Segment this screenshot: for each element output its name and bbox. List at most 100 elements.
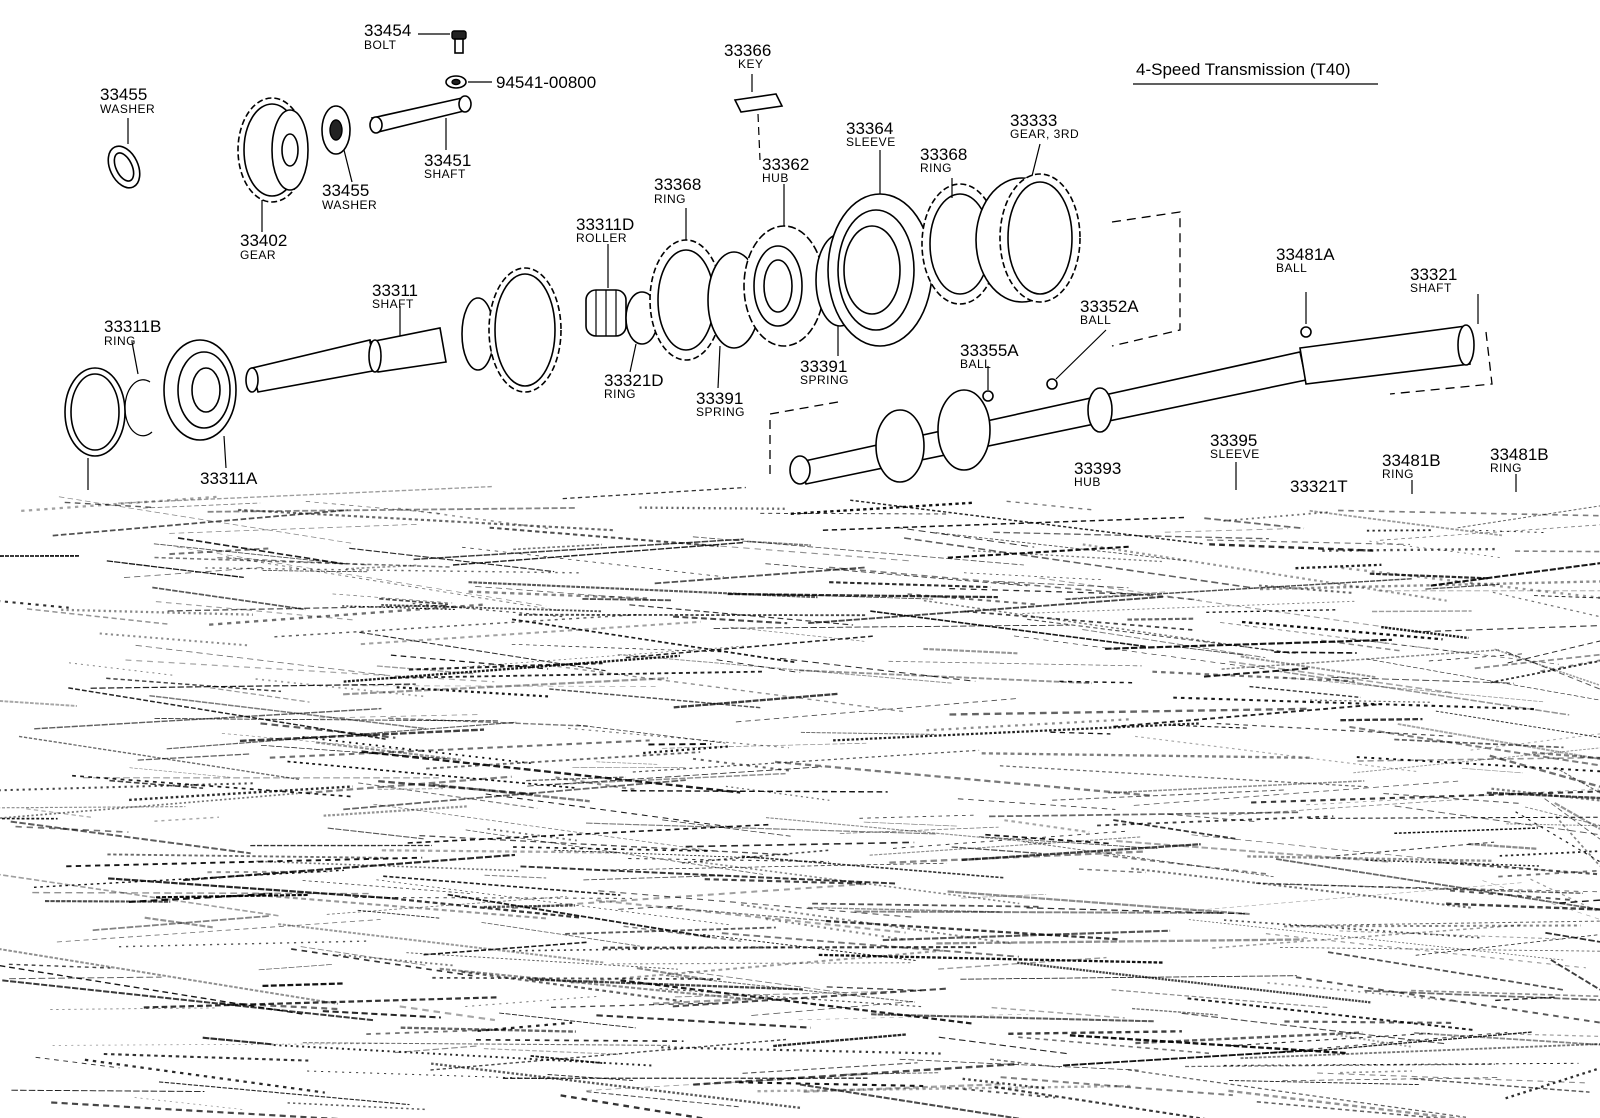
noise-streak [1340, 717, 1423, 722]
noise-streak [210, 687, 310, 703]
noise-streak [1274, 651, 1357, 654]
noise-streak [9, 976, 162, 980]
label-bearing-33311A: 33311A [200, 469, 258, 488]
noise-streak [1341, 566, 1600, 599]
svg-text:HUB: HUB [1074, 475, 1101, 489]
noise-streak [721, 932, 1020, 958]
noise-streak [990, 1058, 1061, 1069]
noise-streak [629, 604, 854, 626]
noise-streak [1223, 511, 1331, 522]
noise-streak [0, 948, 339, 1005]
label-ball-33352A: 33352A BALL [1080, 297, 1139, 327]
noise-streak [68, 687, 386, 740]
noise-streak [665, 975, 915, 1003]
gear-33402-drawing [237, 97, 309, 232]
noise-streak [274, 613, 638, 638]
noise-streak [673, 615, 788, 625]
noise-streak [475, 1038, 684, 1043]
noise-streak [1265, 933, 1586, 969]
noise-streak [962, 1077, 1045, 1090]
svg-text:RING: RING [920, 161, 952, 175]
noise-streak [426, 751, 701, 770]
noise-streak [52, 1043, 389, 1046]
svg-text:33364: 33364 [846, 119, 893, 138]
noise-streak [636, 967, 712, 982]
noise-streak [155, 601, 356, 621]
noise-streak [412, 603, 565, 618]
noise-streak [485, 793, 736, 829]
label-ring-33368-left: 33368 RING [654, 175, 701, 206]
label-ring-33311B: 33311B RING [104, 317, 161, 348]
noise-streak [1108, 780, 1365, 794]
label-sleeve-33364: 33364 SLEEVE [846, 119, 895, 149]
noise-streak [565, 926, 776, 935]
noise-streak [907, 593, 1039, 606]
svg-text:33321: 33321 [1410, 265, 1457, 284]
noise-streak [673, 692, 839, 709]
svg-text:4-Speed Transmission (T40): 4-Speed Transmission (T40) [1136, 60, 1350, 79]
noise-streak [1212, 924, 1524, 949]
svg-text:BALL: BALL [960, 357, 991, 371]
noise-streak [1289, 920, 1600, 927]
noise-streak [1171, 724, 1249, 729]
noise-streak [546, 772, 786, 786]
noise-streak [1004, 819, 1090, 834]
noise-streak [511, 618, 797, 664]
noise-streak [1308, 816, 1600, 819]
noise-streak [357, 909, 441, 919]
noise-streak [899, 1058, 1139, 1071]
noise-streak [1394, 738, 1564, 749]
noise-streak [850, 499, 1203, 545]
noise-streak [361, 750, 741, 794]
noise-streak [625, 635, 874, 659]
noise-streak [307, 1070, 572, 1081]
noise-streak [302, 736, 531, 765]
noise-streak [1223, 919, 1482, 939]
noise-streak [378, 780, 534, 796]
noise-streak [465, 829, 764, 875]
label-33321T-partial: 33321T [1290, 477, 1348, 496]
noise-streak [158, 1081, 410, 1106]
noise-streak [779, 657, 976, 682]
noise-streak [1435, 710, 1600, 738]
noise-streak [869, 836, 1142, 856]
noise-streak [32, 891, 369, 895]
noise-streak [1181, 1012, 1445, 1045]
noise-streak [530, 1055, 603, 1064]
noise-streak [1259, 580, 1600, 591]
noise-streak [1247, 1031, 1508, 1056]
noise-streak [892, 830, 1129, 849]
noise-streak [617, 653, 953, 684]
noise-streak [1349, 638, 1476, 655]
noise-streak [176, 546, 547, 607]
noise-streak [338, 953, 454, 967]
noise-streak [1276, 883, 1600, 893]
noise-streak [555, 776, 638, 791]
noise-streak [1515, 811, 1600, 863]
noise-streak [512, 946, 789, 952]
noise-streak [1482, 880, 1600, 920]
label-key-33366: 33366 KEY [724, 41, 771, 71]
noise-streak [903, 537, 1256, 589]
shaft-33451-drawing [369, 95, 472, 150]
noise-streak [1339, 930, 1567, 940]
noise-streak [765, 917, 906, 941]
noise-streak [1317, 1072, 1585, 1084]
noise-streak [562, 486, 746, 500]
noise-streak [798, 1013, 1029, 1021]
noise-streak [1168, 813, 1258, 823]
svg-text:BALL: BALL [1276, 261, 1307, 275]
svg-text:33455: 33455 [100, 85, 147, 104]
noise-streak [812, 902, 1039, 908]
noise-streak [221, 733, 410, 751]
hub-33362-drawing [743, 184, 825, 347]
noise-streak [602, 862, 947, 871]
lower-leader-lines [87, 458, 1517, 494]
noise-streak [889, 850, 1146, 864]
noise-streak [1284, 924, 1581, 928]
noise-streak [765, 817, 1051, 845]
label-ball-33355A: 33355A BALL [960, 341, 1019, 371]
noise-streak [143, 996, 500, 1009]
ball-33352A-drawing [1046, 329, 1107, 390]
noise-streak [319, 714, 482, 719]
